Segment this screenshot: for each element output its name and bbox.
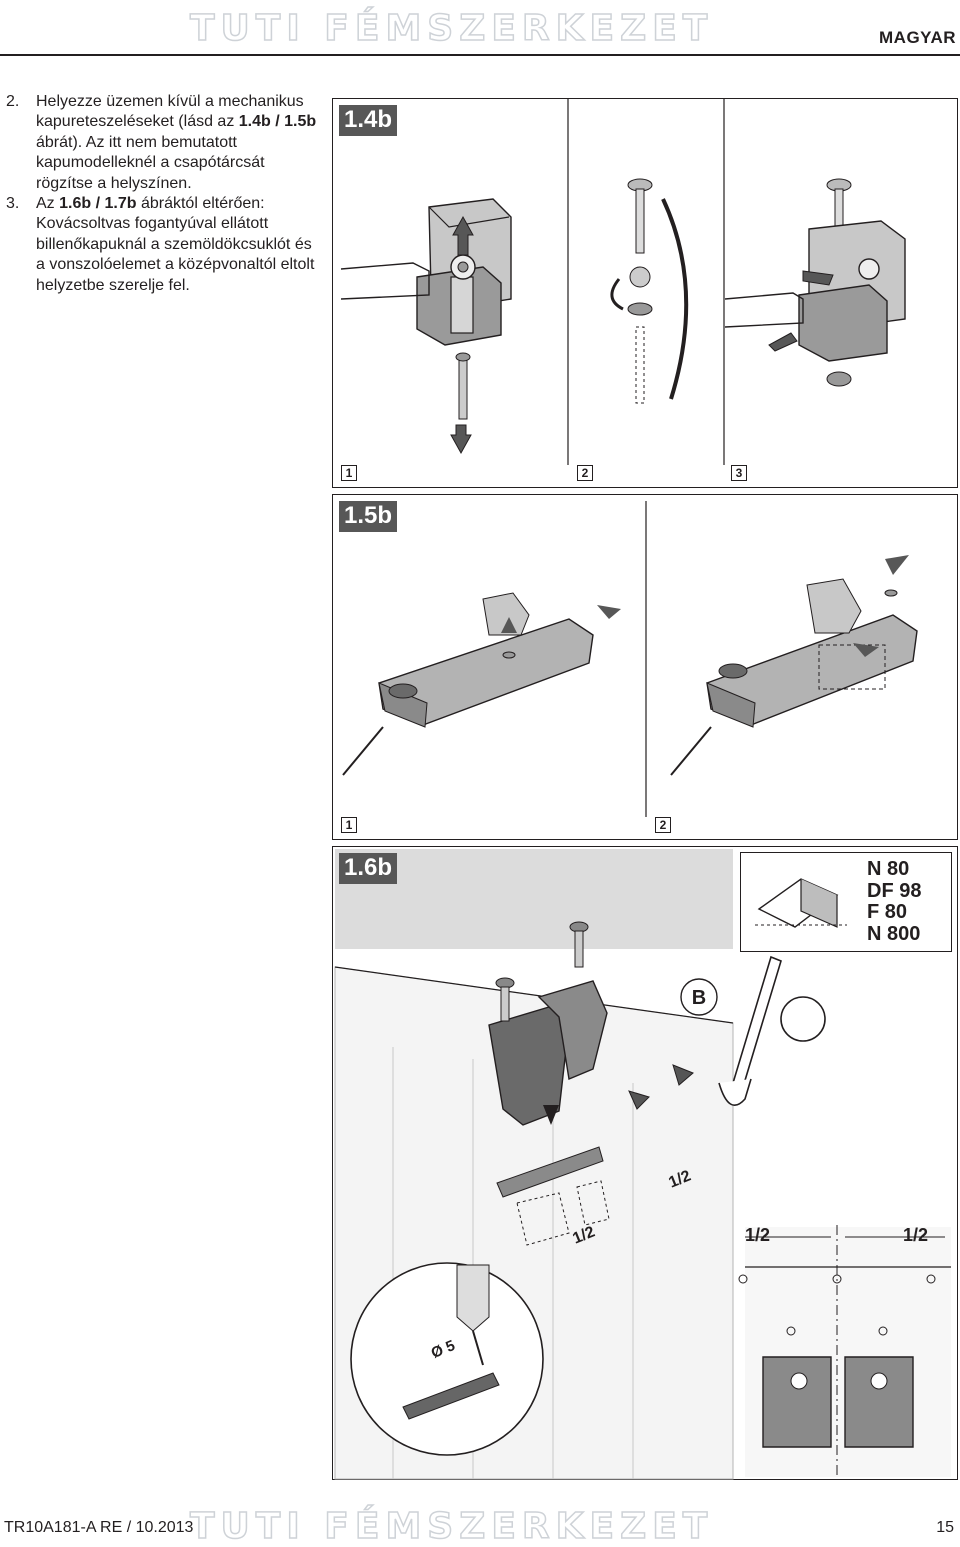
door-model-list: N 80 DF 98 F 80 N 800 — [867, 858, 922, 945]
callout-b-label: B — [692, 987, 706, 1009]
drag-element-drawing — [342, 592, 621, 776]
hinge-center-detail — [738, 1225, 951, 1477]
document-code: TR10A181-A RE / 10.2013 — [4, 1519, 194, 1536]
hinge-plate-drawing — [496, 1146, 610, 1246]
panel-number-2: 2 — [577, 465, 593, 481]
figure-1-5b-illustration — [342, 501, 918, 817]
instruction-step-2: 2. Helyezze üzemen kívül a mechanikus ka… — [6, 92, 324, 194]
half-label-center-right: 1/2 — [903, 1225, 929, 1245]
figure-1-6b-illustration — [334, 849, 951, 1480]
watermark-bottom: TUTI FÉMSZERKEZET — [189, 1505, 714, 1547]
lock-bracket-drawing — [340, 198, 512, 455]
hinge-bracket-drawing — [488, 921, 608, 1126]
screw-sequence-drawing — [610, 178, 689, 404]
panel-number-1: 1 — [341, 465, 357, 481]
instruction-list: 2. Helyezze üzemen kívül a mechanikus ka… — [6, 92, 324, 296]
door-model-item: F 80 — [867, 901, 908, 923]
drill-detail-circle — [350, 1262, 544, 1456]
step-number: 3. — [6, 195, 20, 213]
door-profile-icon — [755, 878, 847, 928]
step-text-part: ábráktól eltérően: Kovácsoltvas fogantyú… — [36, 195, 315, 294]
step-text: Az 1.6b / 1.7b ábráktól eltérően: Kovács… — [36, 194, 324, 296]
figure-1-5b: 1.5b 1 2 — [332, 494, 958, 840]
wrench-drawing — [628, 955, 826, 1110]
lock-reinstall-drawing — [724, 178, 906, 387]
figure-1-4b: 1.4b 1 2 3 — [332, 98, 958, 488]
half-label-center-left: 1/2 — [745, 1225, 771, 1245]
door-model-item: N 800 — [867, 922, 921, 945]
panel-number-3: 3 — [731, 465, 747, 481]
language-label: MAGYAR — [879, 28, 956, 47]
step-text-part: Az — [36, 195, 60, 213]
instruction-step-3: 3. Az 1.6b / 1.7b ábráktól eltérően: Kov… — [6, 194, 324, 296]
door-model-item: N 80 — [867, 858, 910, 880]
figure-label: 1.6b — [339, 853, 398, 884]
callout-b: B — [680, 978, 718, 1016]
drag-element-relocated-drawing — [670, 555, 918, 776]
figure-reference: 1.6b / 1.7b — [59, 195, 137, 213]
step-text-part: ábrát). Az itt nem bemutatott kapumodell… — [36, 133, 265, 192]
page-number: 15 — [936, 1519, 954, 1536]
step-text-part: Helyezze üzemen kívül a mechanikus kapur… — [36, 93, 304, 131]
step-text: Helyezze üzemen kívül a mechanikus kapur… — [36, 92, 324, 194]
panel-number-1: 1 — [341, 817, 357, 833]
watermark-top: TUTI FÉMSZERKEZET — [189, 7, 714, 50]
panel-number-2: 2 — [655, 817, 671, 833]
figure-label: 1.5b — [339, 501, 398, 532]
figure-label: 1.4b — [339, 105, 398, 136]
door-model-spec-box: N 80 DF 98 F 80 N 800 — [740, 852, 952, 952]
figure-reference: 1.4b / 1.5b — [238, 113, 317, 131]
header-divider — [0, 54, 960, 56]
figure-1-4b-illustration — [340, 99, 906, 465]
door-model-item: DF 98 — [867, 879, 922, 902]
step-number: 2. — [6, 93, 20, 110]
